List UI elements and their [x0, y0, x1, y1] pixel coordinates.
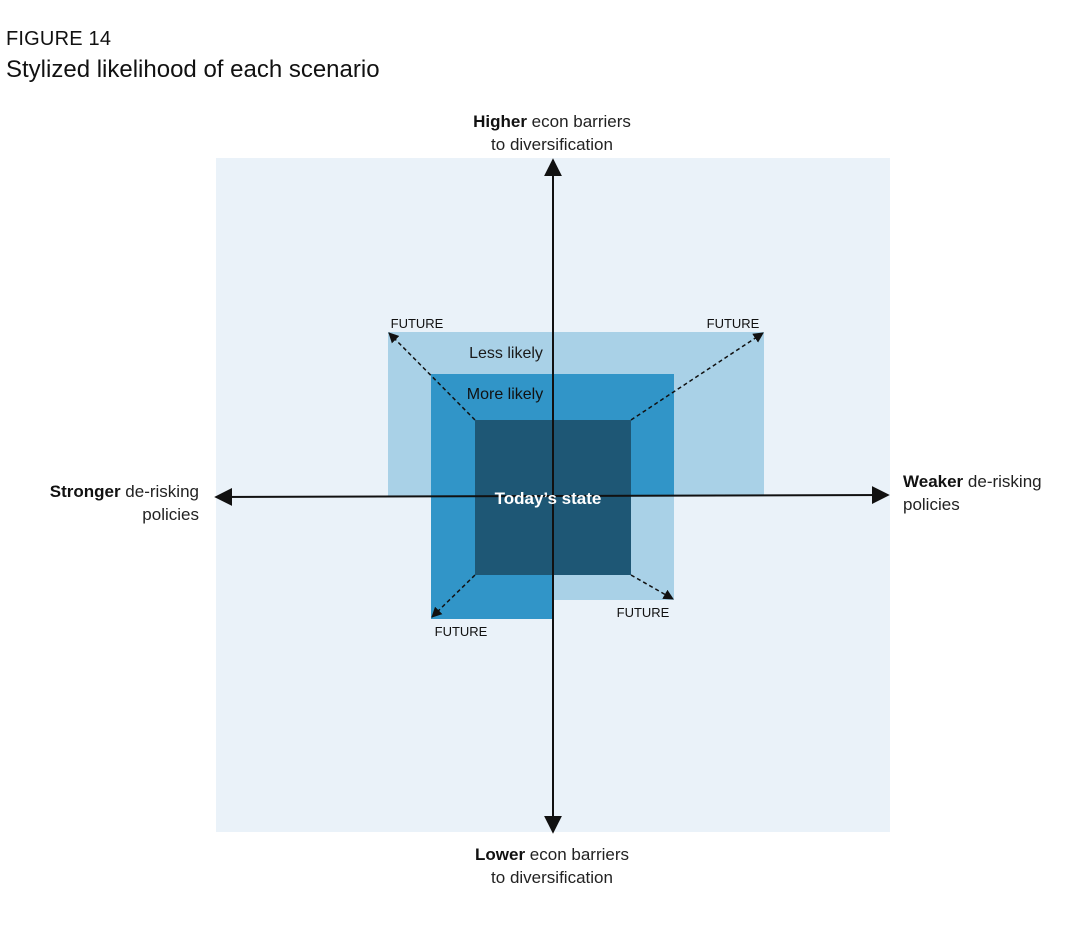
- axis-label-right: Weaker de-risking policies: [903, 470, 1089, 516]
- horizontal-axis: [214, 486, 890, 506]
- axis-top-rest: econ barriers: [526, 112, 631, 131]
- more-likely-label: More likely: [467, 386, 543, 403]
- future-arrow-top-left: [388, 332, 476, 421]
- todays-state-label: Today’s state: [495, 489, 602, 508]
- axis-right-bold: Weaker: [903, 472, 964, 491]
- axis-bottom-line2: to diversification: [491, 868, 613, 887]
- axis-label-bottom: Lower econ barriers to diversification: [400, 843, 704, 889]
- less-likely-label: Less likely: [469, 345, 543, 362]
- figure-title: Stylized likelihood of each scenario: [6, 56, 380, 83]
- axis-left-bold: Stronger: [49, 482, 121, 501]
- axis-left-rest: de-risking: [120, 482, 199, 501]
- future-label-top-right: FUTURE: [707, 316, 760, 331]
- future-label-bottom-right: FUTURE: [617, 605, 670, 620]
- axis-label-top: Higher econ barriers to diversification: [400, 110, 704, 156]
- axis-left-line2: policies: [142, 505, 199, 524]
- future-label-bottom-left: FUTURE: [435, 624, 488, 639]
- axis-top-bold: Higher: [473, 112, 527, 131]
- axis-top-line2: to diversification: [491, 135, 613, 154]
- future-arrow-bottom-right: [630, 574, 674, 600]
- axis-label-left: Stronger de-risking policies: [0, 480, 199, 526]
- future-label-top-left: FUTURE: [391, 316, 444, 331]
- axis-right-line2: policies: [903, 495, 960, 514]
- future-arrow-bottom-left: [431, 574, 476, 618]
- axis-bottom-rest: econ barriers: [525, 845, 629, 864]
- future-arrow-top-right: [630, 332, 764, 421]
- axis-right-rest: de-risking: [963, 472, 1042, 491]
- axis-bottom-bold: Lower: [475, 845, 526, 864]
- figure-number: FIGURE 14: [6, 28, 112, 50]
